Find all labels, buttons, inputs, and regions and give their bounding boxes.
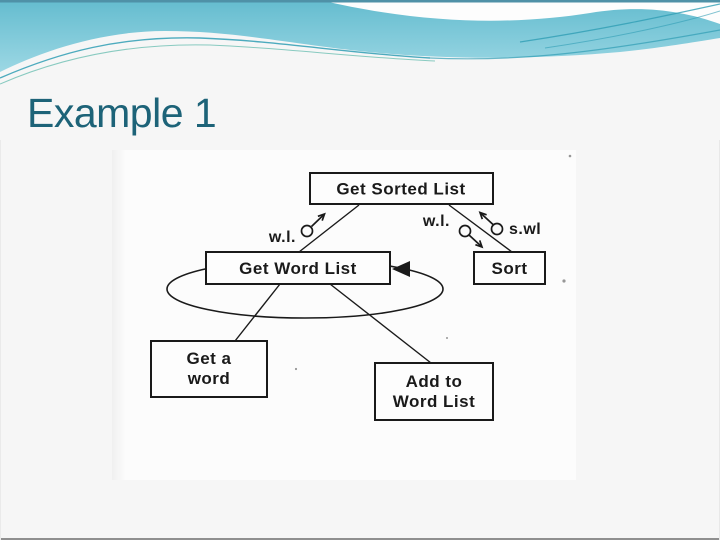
slide-title: Example 1 [27, 90, 217, 136]
data-couple-tail [479, 211, 494, 226]
corner-accent-line-1 [519, 3, 720, 43]
edge-gwl-to-gaw [234, 283, 281, 342]
label-wl-left: w.l. [268, 229, 296, 246]
node-sort: Sort [473, 251, 546, 285]
scan-speck [562, 279, 566, 283]
scan-speck [446, 337, 448, 339]
node-box [309, 172, 494, 205]
data-couple-arrowhead-icon [317, 212, 326, 221]
header-white-wave [0, 31, 720, 140]
edge-gsl-to-gwl [298, 204, 360, 253]
data-couple-circle [490, 222, 504, 236]
data-couple-tail [468, 234, 483, 248]
node-label-line2: word [187, 369, 231, 388]
loop-arrow-icon [392, 261, 410, 277]
label-swl: s.wl [509, 221, 541, 238]
data-couple-wl-right: w.l. [422, 213, 484, 249]
node-label: Get Word List [239, 259, 357, 278]
node-label-line1: Get a [186, 349, 231, 368]
node-add-to-word-list: Add to Word List [374, 362, 494, 421]
data-couple-circle [300, 224, 314, 238]
header-white-wedge-top-right [320, 0, 720, 24]
scan-speck [568, 154, 572, 158]
structure-chart-diagram: w.l. w.l. s.wl Get Sorted List [150, 154, 572, 421]
node-box [205, 251, 391, 285]
node-box [374, 362, 494, 421]
node-label-line2: Word List [393, 392, 476, 411]
wave-accent-line-green [0, 44, 436, 85]
edge-gsl-to-sort [448, 204, 513, 253]
node-get-a-word: Get a word [150, 340, 268, 398]
node-get-sorted-list: Get Sorted List [309, 172, 494, 205]
data-couple-circle [458, 224, 472, 238]
node-label: Get Sorted List [336, 180, 465, 199]
label-wl-right: w.l. [422, 213, 450, 230]
node-box [150, 340, 268, 398]
node-box [473, 251, 546, 285]
data-couple-wl-left: w.l. [268, 212, 326, 246]
structure-chart-image: w.l. w.l. s.wl Get Sorted List [112, 150, 576, 480]
data-couple-arrowhead-icon [478, 211, 487, 220]
data-couple-tail [310, 213, 325, 228]
edge-gwl-to-atwl [329, 283, 432, 364]
scan-speck [294, 367, 298, 371]
wave-accent-line-teal [0, 37, 431, 79]
data-couple-arrowhead-icon [475, 240, 484, 249]
node-label-line1: Add to [406, 372, 463, 391]
data-couple-swl: s.wl [478, 211, 541, 238]
node-get-word-list: Get Word List [205, 251, 391, 285]
header-wave-decoration [0, 0, 720, 140]
header-top-edge-line [0, 0, 720, 3]
corner-accent-line-2 [544, 10, 720, 49]
node-label: Sort [492, 259, 528, 278]
wave-accent-line-right [429, 29, 720, 60]
